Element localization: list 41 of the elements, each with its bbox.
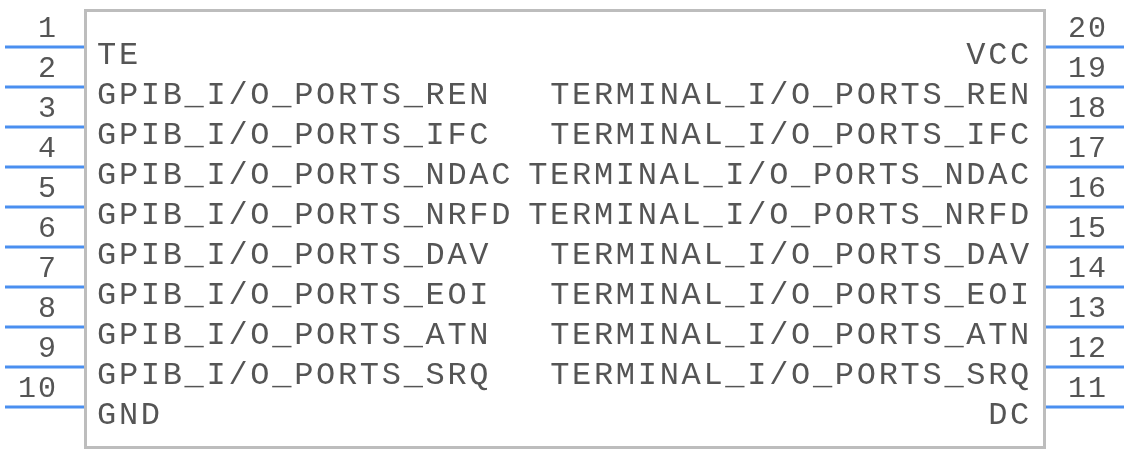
pin-number: 6 (38, 214, 58, 244)
pin-name: TERMINAL_I/O_PORTS_REN (550, 80, 1032, 112)
pin-number: 20 (1068, 14, 1108, 44)
pin-number: 17 (1068, 134, 1108, 164)
pin-number: 15 (1068, 214, 1108, 244)
pin-number: 13 (1068, 294, 1108, 324)
chip-body (84, 9, 1046, 449)
pin-name: TERMINAL_I/O_PORTS_SRQ (550, 360, 1032, 392)
pin-name: TE (97, 40, 141, 72)
pin-name: VCC (966, 40, 1032, 72)
pin-number: 7 (38, 254, 58, 284)
pin-name: GPIB_I/O_PORTS_NRFD (97, 200, 514, 232)
pin-name: GPIB_I/O_PORTS_SRQ (97, 360, 492, 392)
pin-name: TERMINAL_I/O_PORTS_DAV (550, 240, 1032, 272)
pin-name: GPIB_I/O_PORTS_DAV (97, 240, 492, 272)
pin-name: GPIB_I/O_PORTS_ATN (97, 320, 492, 352)
pin-number: 5 (38, 174, 58, 204)
pin-name: TERMINAL_I/O_PORTS_NDAC (528, 160, 1032, 192)
pin-number: 1 (38, 14, 58, 44)
pin-number: 19 (1068, 54, 1108, 84)
pin-name: GPIB_I/O_PORTS_IFC (97, 120, 492, 152)
pin-name: DC (988, 400, 1032, 432)
pin-name: GPIB_I/O_PORTS_REN (97, 80, 492, 112)
pin-number: 9 (38, 334, 58, 364)
pin-number: 18 (1068, 94, 1108, 124)
pin-number: 12 (1068, 334, 1108, 364)
pin-name: TERMINAL_I/O_PORTS_ATN (550, 320, 1032, 352)
pin-name: TERMINAL_I/O_PORTS_IFC (550, 120, 1032, 152)
pin-number: 16 (1068, 174, 1108, 204)
pin-number: 8 (38, 294, 58, 324)
pin-name: GPIB_I/O_PORTS_NDAC (97, 160, 514, 192)
pin-number: 11 (1068, 374, 1108, 404)
pin-name: TERMINAL_I/O_PORTS_NRFD (528, 200, 1032, 232)
pin-name: TERMINAL_I/O_PORTS_EOI (550, 280, 1032, 312)
pin-name: GPIB_I/O_PORTS_EOI (97, 280, 492, 312)
pin-number: 2 (38, 54, 58, 84)
pin-number: 10 (18, 374, 58, 404)
pin-number: 4 (38, 134, 58, 164)
pin-number: 3 (38, 94, 58, 124)
pin-number: 14 (1068, 254, 1108, 284)
pin-name: GND (97, 400, 163, 432)
